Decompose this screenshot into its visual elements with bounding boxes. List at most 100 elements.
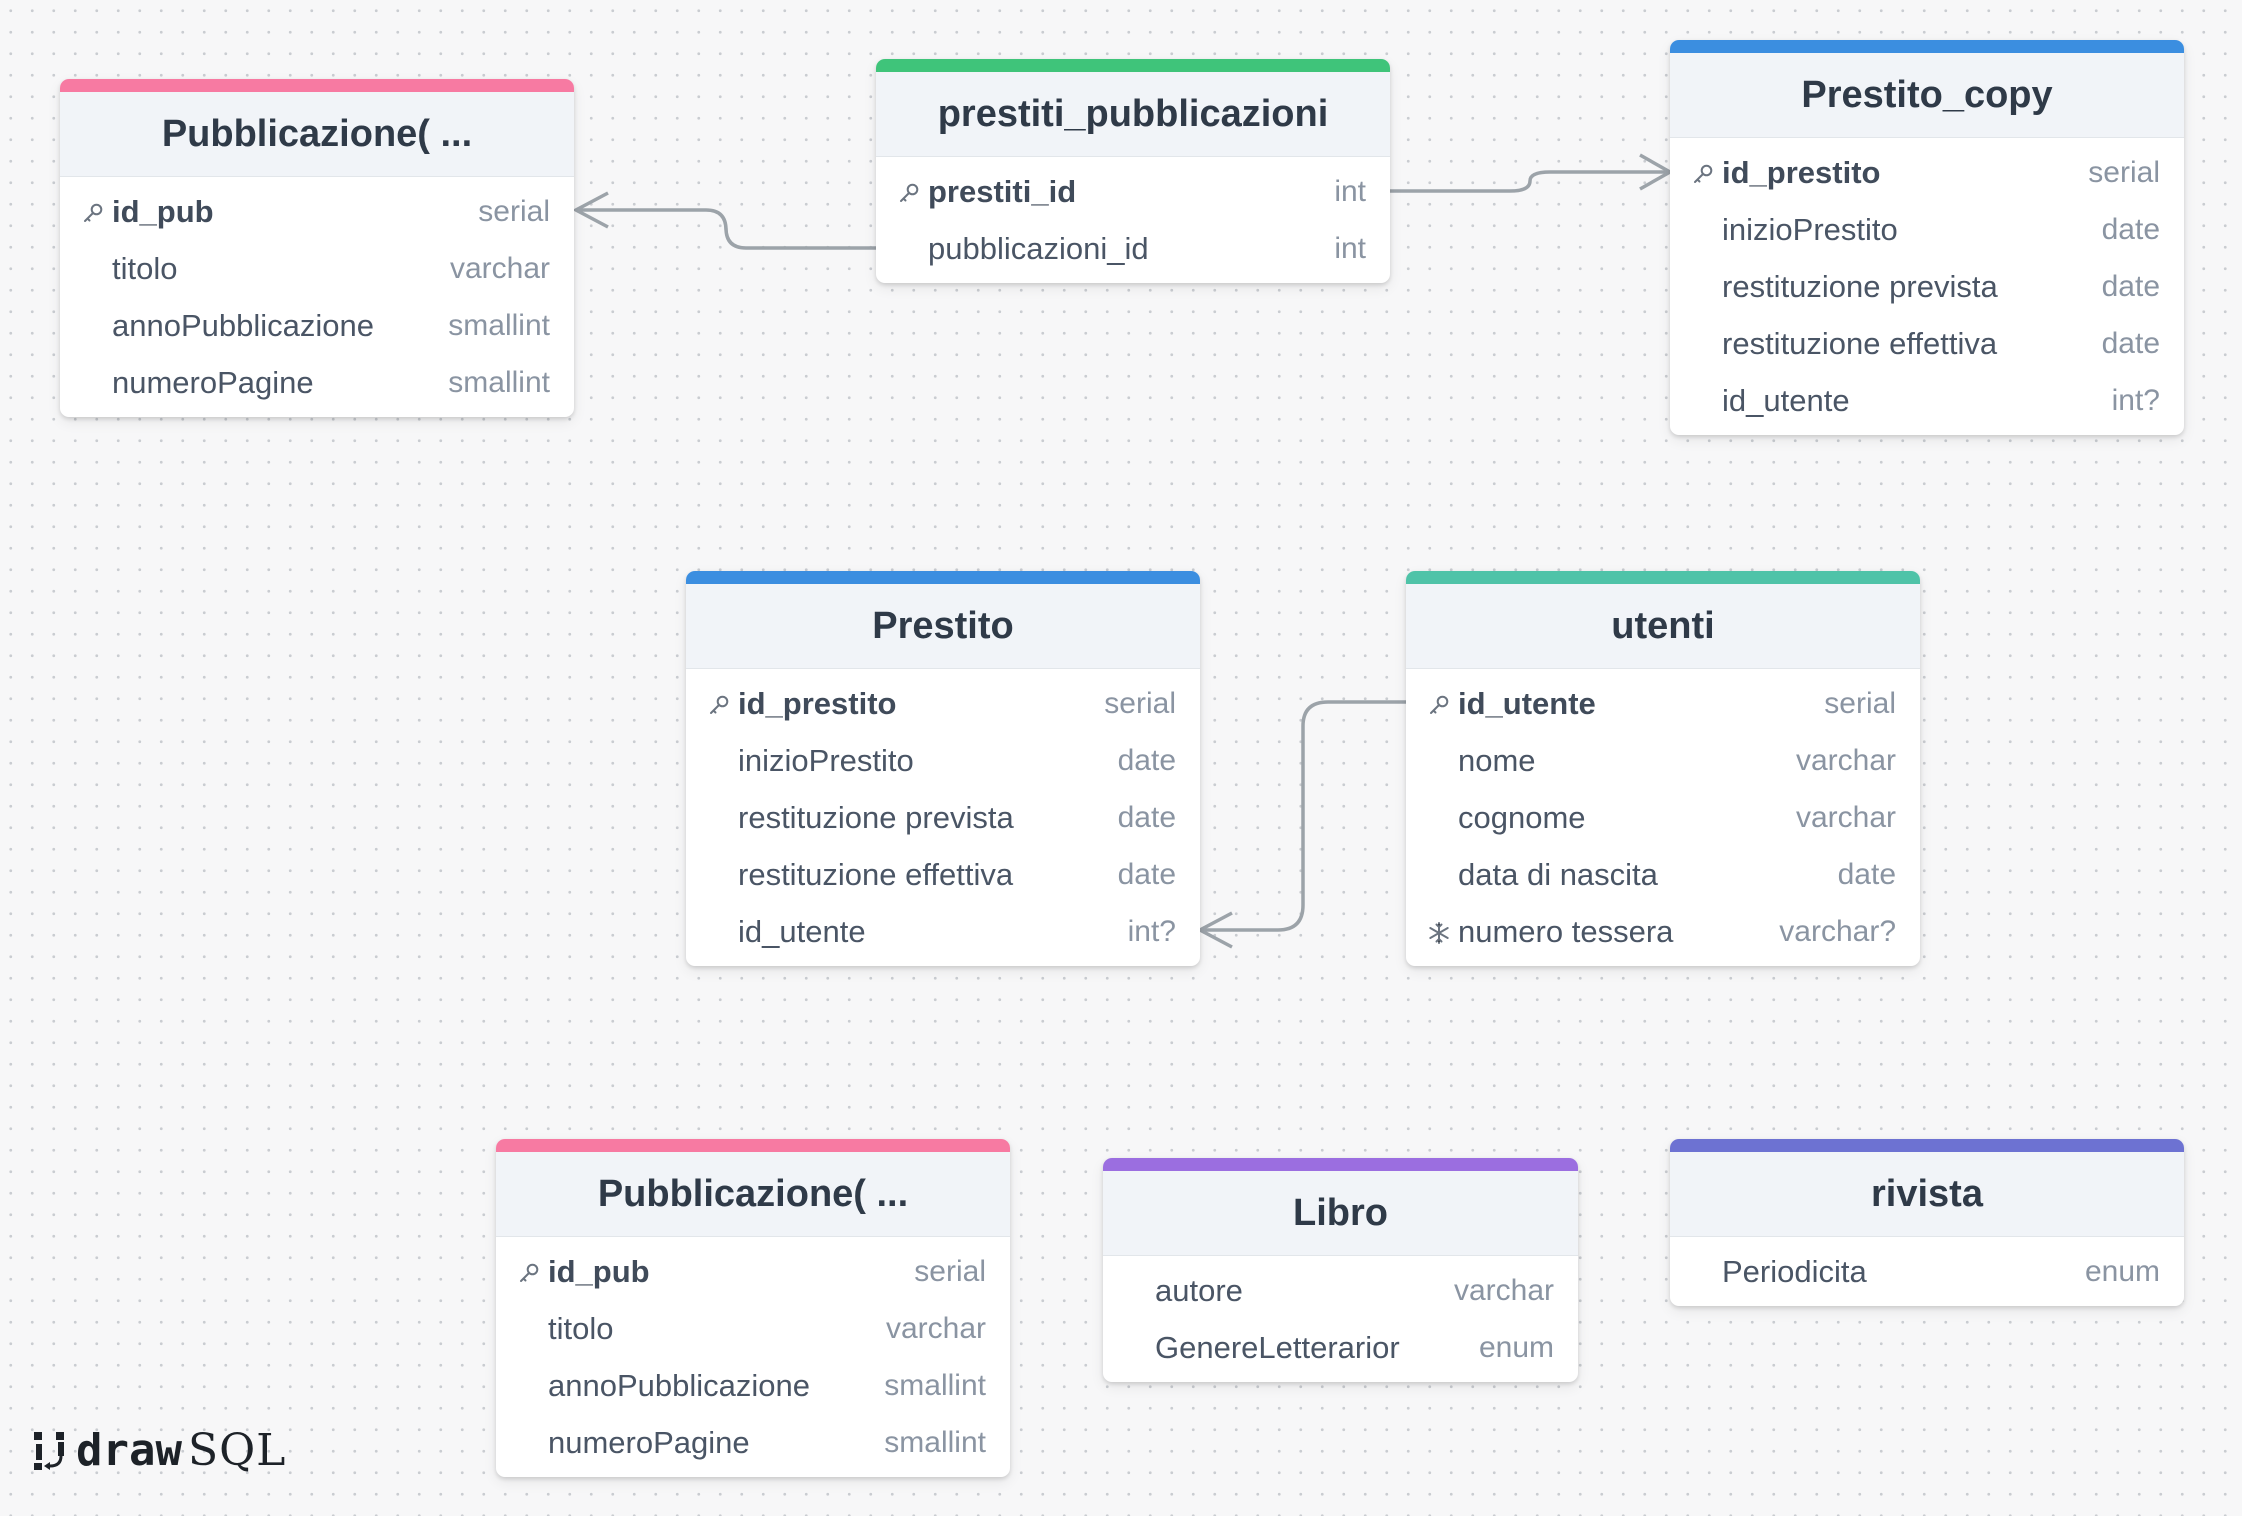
- column-row[interactable]: numeroPagine smallint: [496, 1414, 1010, 1471]
- table-accent-bar: [876, 59, 1390, 72]
- column-row[interactable]: restituzione prevista date: [1670, 258, 2184, 315]
- key-icon: [896, 163, 922, 220]
- table-accent-bar: [1406, 571, 1920, 584]
- table-accent-bar: [1670, 1139, 2184, 1152]
- table-prestito-copy[interactable]: Prestito_copy id_prestito serial inizioPres…: [1670, 40, 2184, 435]
- column-type: varchar?: [1779, 915, 1896, 948]
- column-name: GenereLetterarior: [1155, 1330, 1400, 1365]
- column-name: restituzione prevista: [738, 800, 1014, 835]
- column-name: numeroPagine: [112, 365, 314, 400]
- column-row[interactable]: id_utente int?: [686, 903, 1200, 960]
- table-accent-bar: [496, 1139, 1010, 1152]
- table-title[interactable]: prestiti_pubblicazioni: [876, 72, 1390, 157]
- column-name: id_prestito: [738, 686, 897, 721]
- column-type: serial: [1104, 687, 1176, 720]
- column-name: prestiti_id: [928, 174, 1077, 209]
- column-type: varchar: [1795, 801, 1896, 834]
- column-name: annoPubblicazione: [112, 308, 374, 343]
- column-type: serial: [1824, 687, 1896, 720]
- column-type: varchar: [1453, 1274, 1554, 1307]
- column-name: restituzione effettiva: [1722, 326, 1998, 361]
- column-row[interactable]: restituzione prevista date: [686, 789, 1200, 846]
- column-type: date: [1117, 801, 1176, 834]
- column-row[interactable]: titolo varchar: [496, 1300, 1010, 1357]
- column-name: titolo: [548, 1311, 614, 1346]
- column-name: inizioPrestito: [738, 743, 914, 778]
- table-title[interactable]: rivista: [1670, 1152, 2184, 1237]
- column-row[interactable]: GenereLetterarior enum: [1103, 1319, 1578, 1376]
- key-icon: [1690, 144, 1716, 201]
- table-accent-bar: [686, 571, 1200, 584]
- column-name: cognome: [1458, 800, 1586, 835]
- column-type: serial: [2088, 156, 2160, 189]
- column-type: date: [1837, 858, 1896, 891]
- column-type: int?: [1127, 915, 1176, 948]
- column-name: restituzione effettiva: [738, 857, 1014, 892]
- table-title[interactable]: Libro: [1103, 1171, 1578, 1256]
- crowfoot-prestito: [1196, 911, 1233, 949]
- snowflake-icon: [1426, 903, 1452, 960]
- crowfoot-pub1: [572, 191, 609, 229]
- table-title[interactable]: Pubblicazione( ...: [60, 92, 574, 177]
- column-type: enum: [1478, 1331, 1554, 1364]
- column-row[interactable]: id_prestito serial: [1670, 144, 2184, 201]
- column-type: date: [2101, 270, 2160, 303]
- column-type: varchar: [885, 1312, 986, 1345]
- key-icon: [1426, 675, 1452, 732]
- drawsql-logo-icon: [34, 1431, 64, 1470]
- column-name: inizioPrestito: [1722, 212, 1898, 247]
- column-name: nome: [1458, 743, 1536, 778]
- column-row[interactable]: annoPubblicazione smallint: [60, 297, 574, 354]
- column-name: restituzione prevista: [1722, 269, 1998, 304]
- column-row[interactable]: id_prestito serial: [686, 675, 1200, 732]
- column-row[interactable]: prestiti_id int: [876, 163, 1390, 220]
- connector-prestiti-pubblicazioni-to-prestito-copy: [1390, 170, 1670, 193]
- column-name: id_utente: [1722, 383, 1850, 418]
- column-name: numeroPagine: [548, 1425, 750, 1460]
- column-type: smallint: [884, 1426, 986, 1459]
- column-row[interactable]: id_utente int?: [1670, 372, 2184, 429]
- column-type: enum: [2084, 1255, 2160, 1288]
- column-type: serial: [478, 195, 550, 228]
- key-icon: [706, 675, 732, 732]
- table-title[interactable]: Prestito_copy: [1670, 53, 2184, 138]
- key-icon: [516, 1243, 542, 1300]
- table-title[interactable]: utenti: [1406, 584, 1920, 669]
- column-type: smallint: [884, 1369, 986, 1402]
- table-title[interactable]: Prestito: [686, 584, 1200, 669]
- column-type: smallint: [448, 309, 550, 342]
- column-name: id_prestito: [1722, 155, 1881, 190]
- column-type: int?: [2111, 384, 2160, 417]
- column-row[interactable]: cognome varchar: [1406, 789, 1920, 846]
- column-type: int: [1334, 175, 1366, 208]
- table-prestiti-pubblicazioni[interactable]: prestiti_pubblicazioni prestiti_id int pubb…: [876, 59, 1390, 283]
- column-name: id_utente: [738, 914, 866, 949]
- table-title[interactable]: Pubblicazione( ...: [496, 1152, 1010, 1237]
- table-accent-bar: [1670, 40, 2184, 53]
- table-accent-bar: [60, 79, 574, 92]
